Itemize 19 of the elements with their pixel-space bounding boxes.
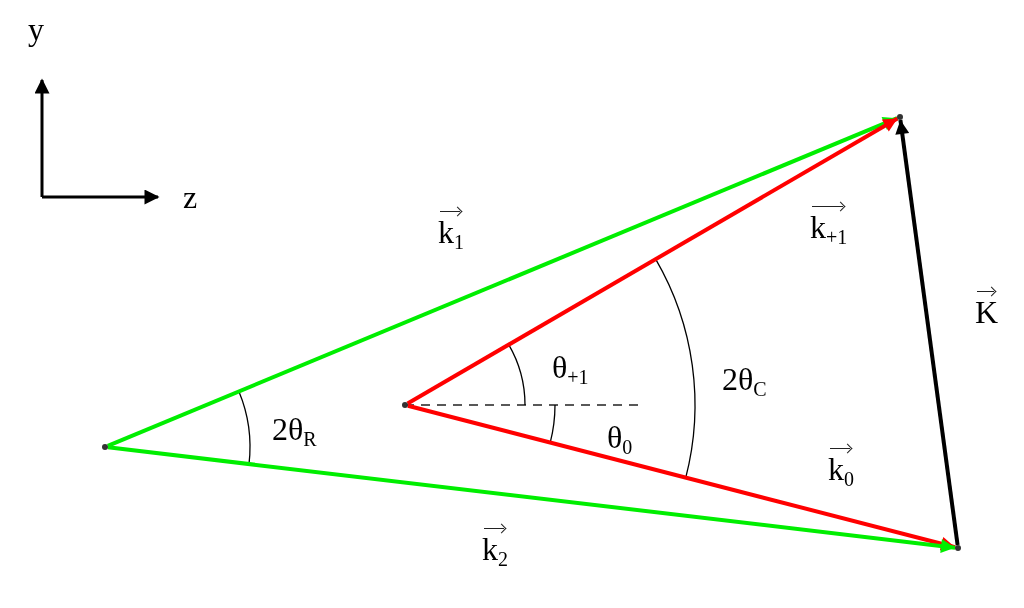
vertex-point <box>897 114 903 120</box>
angle-label: θ$_{+1}$ <box>552 350 589 384</box>
angle-label: 2θ$_{R}$ <box>272 412 317 446</box>
angle-label: 2θ$_{C}$ <box>722 362 767 396</box>
edge-label: k$_{+1}$ <box>810 200 848 244</box>
vector-arrow <box>107 445 956 553</box>
vector-arrow <box>895 119 960 546</box>
vector-arrow <box>107 116 898 448</box>
angle-label: θ$_{0}$ <box>607 420 633 454</box>
axis-label: z <box>183 180 198 214</box>
vector-arrow <box>407 403 956 551</box>
edge-label: k$_{0}$ <box>828 442 854 486</box>
edge-label: k$_{2}$ <box>482 522 508 566</box>
edge-label: k$_{1}$ <box>438 205 464 249</box>
vertex-point <box>402 402 408 408</box>
vector-arrow <box>406 116 899 406</box>
vertex-point <box>102 444 108 450</box>
vertex-point <box>955 545 961 551</box>
axis-label: y <box>28 12 44 46</box>
